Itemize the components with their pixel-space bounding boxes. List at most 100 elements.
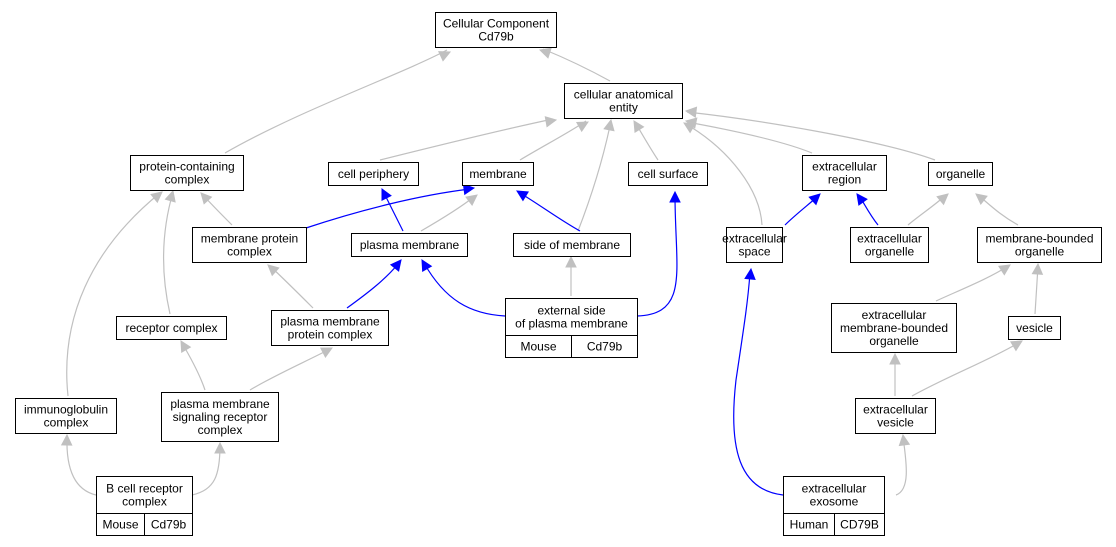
annotation-edge xyxy=(733,267,784,496)
is-a-edge xyxy=(420,194,478,232)
arrowhead-icon xyxy=(998,264,1011,276)
arrowhead-icon xyxy=(381,188,392,201)
node-box xyxy=(1008,316,1061,340)
edge-line xyxy=(519,120,587,161)
node-box xyxy=(855,398,936,434)
arrowhead-icon xyxy=(576,121,589,133)
node-label-line: exosome xyxy=(810,495,859,509)
is-a-edge xyxy=(162,189,176,315)
node-label-line: plasma membrane xyxy=(280,315,380,329)
is-a-edge xyxy=(191,441,226,496)
is-a-edge xyxy=(379,116,558,161)
node-box xyxy=(850,227,929,263)
arrowhead-icon xyxy=(565,255,577,268)
edge-line xyxy=(224,49,448,154)
node-label-line: region xyxy=(828,173,861,187)
edge-line xyxy=(383,192,404,232)
go-term-node-cell-periphery[interactable]: cell periphery xyxy=(328,162,419,186)
arrowhead-icon xyxy=(320,347,333,358)
node-label-line: complex xyxy=(165,173,210,187)
gene-cell[interactable]: Cd79b xyxy=(571,335,638,358)
edges-layer xyxy=(60,47,1044,496)
annotation-edge xyxy=(516,190,581,232)
edge-line xyxy=(935,265,1009,302)
arrowhead-icon xyxy=(1010,340,1023,352)
node-label-line: membrane-bounded xyxy=(840,321,948,335)
cell-label: Cd79b xyxy=(151,518,187,532)
edge-line xyxy=(733,272,784,496)
go-term-node-plasma-membrane[interactable]: plasma membrane xyxy=(351,233,468,257)
gene-cell[interactable]: CD79B xyxy=(834,513,885,536)
arrowhead-icon xyxy=(889,352,901,365)
go-term-node-cell-surface[interactable]: cell surface xyxy=(628,162,708,186)
node-label-line: extracellular xyxy=(863,403,928,417)
node-label-line: extracellular xyxy=(802,482,867,496)
is-a-edge xyxy=(577,118,615,232)
node-box xyxy=(462,162,534,186)
edge-line xyxy=(636,194,678,317)
node-box xyxy=(783,476,885,514)
go-term-node-organelle[interactable]: organelle xyxy=(928,162,993,186)
node-label-line: plasma membrane xyxy=(170,397,270,411)
species-cell[interactable]: Human xyxy=(783,513,835,536)
node-label-line: membrane xyxy=(469,167,527,181)
node-label-line: complex xyxy=(198,423,243,437)
is-a-edge xyxy=(565,255,577,296)
arrowhead-icon xyxy=(603,118,615,132)
arrowhead-icon xyxy=(214,441,226,454)
cell-label: CD79B xyxy=(840,518,879,532)
is-a-edge xyxy=(200,192,233,226)
go-term-node-side-of-membrane[interactable]: side of membrane xyxy=(513,233,631,257)
node-label-line: complex xyxy=(44,416,89,430)
arrowhead-icon xyxy=(898,433,911,447)
node-label-line: Cellular Component xyxy=(443,17,550,31)
gene-cell[interactable]: Cd79b xyxy=(144,513,193,536)
go-term-node-receptor-complex[interactable]: receptor complex xyxy=(116,316,227,340)
annotation-edge xyxy=(784,193,821,226)
edge-line xyxy=(66,192,161,397)
go-term-node-vesicle[interactable]: vesicle xyxy=(1008,316,1061,340)
is-a-edge xyxy=(633,120,659,161)
is-a-edge xyxy=(180,340,206,391)
go-term-node-membrane[interactable]: membrane xyxy=(462,162,534,186)
node-box xyxy=(513,233,631,257)
edge-line xyxy=(269,265,314,309)
cell-box xyxy=(834,513,885,536)
cell-box xyxy=(144,513,193,536)
species-cell[interactable]: Mouse xyxy=(505,335,572,358)
node-label-line: external side xyxy=(537,304,605,318)
arrowhead-icon xyxy=(669,190,681,203)
species-cell[interactable]: Mouse xyxy=(96,513,145,536)
is-a-edge xyxy=(975,193,1019,226)
node-label-line: membrane protein xyxy=(201,232,298,246)
annotation-edge xyxy=(421,259,506,317)
node-label-line: Cd79b xyxy=(478,30,514,44)
node-box xyxy=(802,155,887,191)
node-box xyxy=(831,303,957,353)
annotation-edge xyxy=(381,188,404,232)
node-label-line: extracellular xyxy=(857,232,922,246)
edge-line xyxy=(66,436,97,496)
edge-line xyxy=(420,195,476,232)
is-a-edge xyxy=(66,191,163,397)
node-box xyxy=(271,310,389,346)
node-label-line: extracellular xyxy=(812,160,877,174)
arrowhead-icon xyxy=(438,51,452,62)
edge-line xyxy=(162,191,174,315)
